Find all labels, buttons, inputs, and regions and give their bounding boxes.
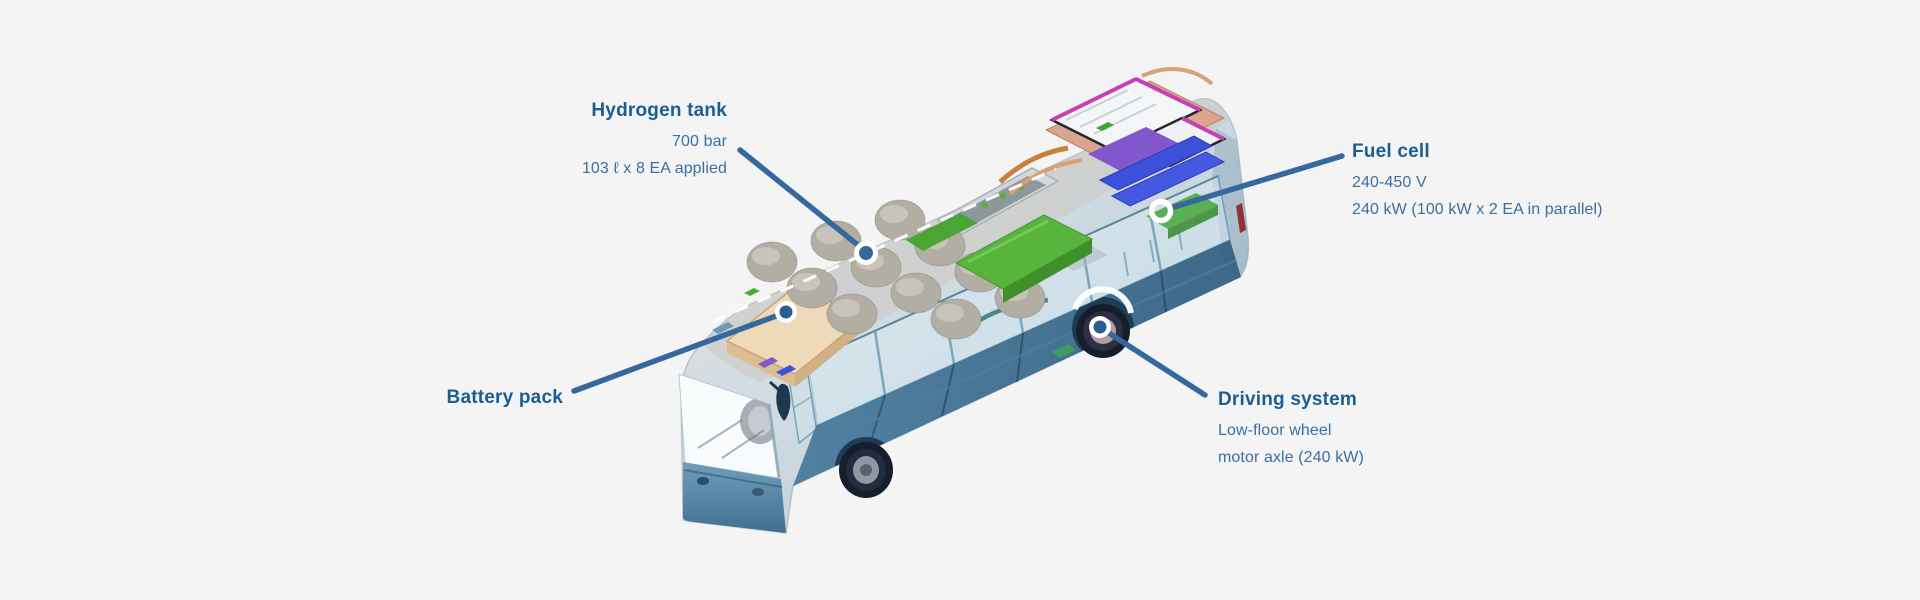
front-bumper (683, 462, 786, 533)
annotation-driving-system: Driving system Low-floor wheel motor axl… (1218, 389, 1364, 471)
point-markers (775, 198, 1174, 338)
fuel-cell-title: Fuel cell (1352, 141, 1430, 162)
hydrogen-tank-title: Hydrogen tank (591, 100, 727, 121)
fuel-cell-unit (998, 67, 1227, 207)
hvac-unit-green (906, 213, 1094, 303)
headlight (697, 477, 709, 485)
hydrogen-tank-spec-capacity: 103 ℓ x 8 EA applied (581, 160, 727, 177)
fuel-cell-leader-line (1171, 153, 1345, 210)
taillight (1236, 203, 1246, 233)
driving-system-spec-type: Low-floor wheel (1218, 422, 1332, 439)
fuel-cell-spec-power: 240 kW (100 kW x 2 EA in parallel) (1352, 201, 1603, 218)
battery-pack-marker (775, 301, 797, 323)
driving-system-leader-line (1098, 325, 1208, 398)
annotation-hydrogen-tank: Hydrogen tank 700 bar 103 ℓ x 8 EA appli… (582, 100, 727, 182)
driving-system-title: Driving system (1218, 389, 1358, 410)
driving-system-spec-power: motor axle (240 kW) (1218, 449, 1364, 466)
side-mirror (769, 380, 791, 421)
battery-pack-leader-line (571, 310, 787, 394)
roof-edge-dashed-line (711, 167, 1057, 324)
battery-pack-title: Battery pack (446, 387, 563, 408)
fuel-cell-marker (1148, 198, 1174, 224)
driving-system-marker (1089, 316, 1111, 338)
front-wheel (839, 442, 893, 498)
windshield (678, 373, 781, 479)
roof-equipment (711, 67, 1227, 387)
annotation-battery-pack: Battery pack (447, 387, 563, 415)
fuel-cell-spec-voltage: 240-450 V (1352, 174, 1427, 191)
hydrogen-tank-leader-line (737, 147, 867, 253)
annotation-fuel-cell: Fuel cell 240-450 V 240 kW (100 kW x 2 E… (1352, 141, 1603, 223)
leader-lines (571, 147, 1345, 398)
hydrogen-tank-spec-pressure: 700 bar (672, 133, 727, 150)
headlight (752, 488, 764, 496)
hydrogen-tank-marker (854, 241, 878, 265)
